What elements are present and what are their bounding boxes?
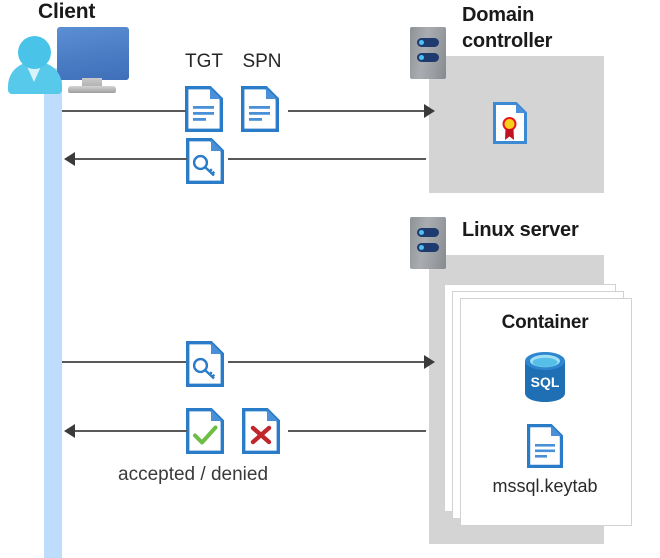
svg-text:SQL: SQL <box>531 374 560 390</box>
message-2-arrowhead <box>64 152 75 166</box>
rack-led-icon <box>419 40 424 45</box>
domain-controller-server-rack-icon <box>410 27 446 79</box>
message-1-line-left <box>62 110 186 112</box>
message-3-line-left <box>62 361 186 363</box>
certificate-icon <box>493 102 527 144</box>
client-lifeline <box>44 68 62 558</box>
cross-document-icon <box>242 408 280 454</box>
client-label: Client <box>38 0 96 23</box>
accepted-denied-caption: accepted / denied <box>118 464 269 485</box>
linux-server-rack-icon <box>410 217 446 269</box>
rack-pill-icon <box>417 228 439 237</box>
message-2-line-left <box>75 158 187 160</box>
sql-database-icon: SQL <box>524 351 566 403</box>
person-head-icon <box>18 36 51 69</box>
client-workstation-icon <box>0 0 140 100</box>
tgt-document-icon <box>185 86 223 132</box>
monitor-base-icon <box>68 86 116 93</box>
rack-pill-icon <box>417 53 439 62</box>
domain-controller-label-line1: Domain <box>462 4 535 26</box>
key-document-icon <box>186 138 224 184</box>
key-document-icon <box>186 341 224 387</box>
linux-server-label: Linux server <box>462 219 579 241</box>
rack-led-icon <box>419 245 424 250</box>
keytab-file-icon <box>527 424 563 468</box>
domain-controller-label-line2: controller <box>462 30 553 52</box>
spn-label: SPN <box>242 51 282 72</box>
message-4-arrowhead <box>64 424 75 438</box>
message-3-arrowhead <box>424 355 435 369</box>
message-4-line-left <box>75 430 187 432</box>
keytab-filename-label: mssql.keytab <box>492 476 598 496</box>
container-label: Container <box>501 312 589 333</box>
monitor-screen-icon <box>57 27 129 80</box>
message-1-arrowhead <box>424 104 435 118</box>
message-1-line-right <box>288 110 426 112</box>
rack-led-icon <box>419 230 424 235</box>
rack-led-icon <box>419 55 424 60</box>
domain-controller-label: Domain controller <box>462 2 652 54</box>
rack-pill-icon <box>417 243 439 252</box>
check-document-icon <box>186 408 224 454</box>
spn-document-icon <box>241 86 279 132</box>
message-3-line-right <box>228 361 426 363</box>
container-card-front <box>460 298 632 526</box>
message-2-line-right <box>228 158 426 160</box>
message-4-line-right <box>288 430 426 432</box>
rack-pill-icon <box>417 38 439 47</box>
tgt-label: TGT <box>185 51 223 72</box>
